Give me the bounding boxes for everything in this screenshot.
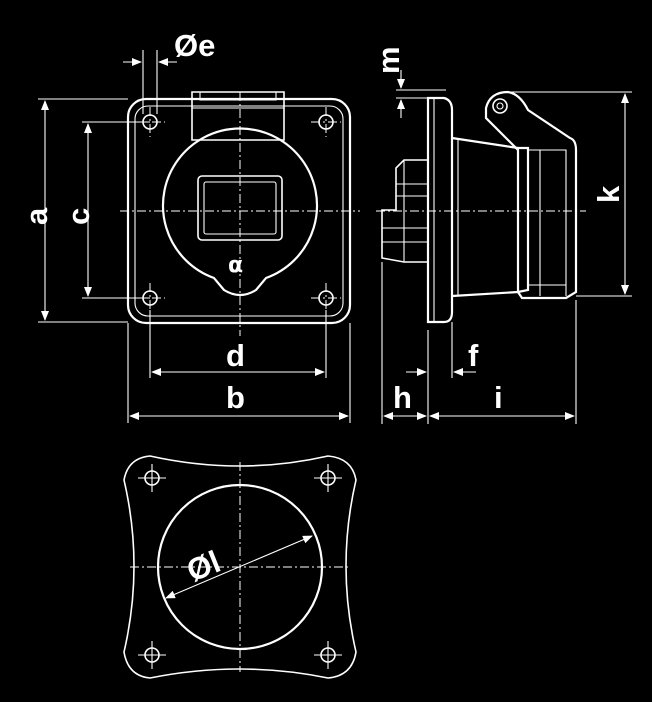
label-a: a — [19, 207, 54, 225]
cutout-screw-holes — [138, 464, 342, 669]
label-f: f — [468, 338, 479, 373]
panel-cutout-view — [123, 455, 357, 679]
label-h: h — [393, 380, 412, 415]
label-k: k — [591, 185, 626, 203]
side-view — [376, 90, 586, 324]
front-dimensions — [38, 50, 351, 423]
cutout-outline — [123, 455, 357, 679]
side-hinge-pin — [492, 98, 508, 114]
front-symbol-label: α — [228, 253, 243, 278]
side-rear-stub — [381, 159, 428, 263]
front-lid-hinge — [191, 91, 285, 141]
cutout-centerlines — [130, 462, 350, 672]
label-m: m — [371, 46, 406, 74]
label-l: Øl — [182, 544, 225, 589]
side-dimensions — [381, 70, 632, 424]
side-lid — [484, 90, 578, 300]
side-body — [451, 136, 530, 298]
front-view: α — [120, 91, 360, 336]
label-d: d — [226, 338, 245, 373]
label-e: Øe — [174, 28, 215, 63]
label-i: i — [494, 380, 503, 415]
side-flange — [426, 96, 454, 324]
label-b: b — [226, 380, 245, 415]
front-centerlines — [120, 92, 360, 336]
front-socket-body — [161, 127, 319, 297]
label-c: c — [61, 208, 96, 225]
